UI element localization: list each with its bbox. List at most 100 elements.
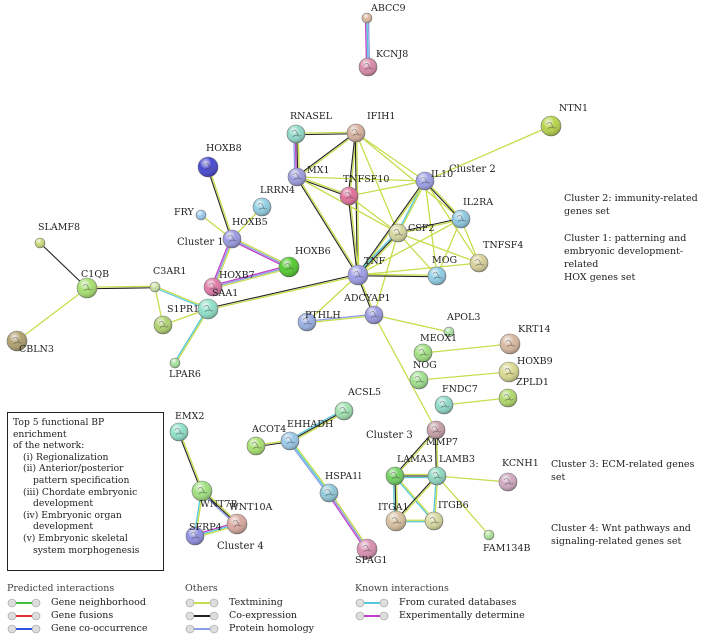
node-label: ACOT4 (251, 424, 286, 435)
node-abcc9[interactable]: ABCC9 (361, 3, 406, 24)
node-ntn1[interactable]: NTN1 (540, 103, 588, 137)
edge-line-textmining (373, 314, 450, 333)
node-c3ar1[interactable]: C3AR1 (149, 266, 186, 293)
edge-line-coexpression (177, 432, 202, 492)
node-zpld1[interactable]: ZPLD1 (498, 377, 549, 408)
node-gloss (196, 210, 206, 220)
node-itga1[interactable]: ITGA1 (378, 502, 409, 532)
node-label: FNDC7 (442, 384, 478, 395)
protein-structure-icon (432, 471, 443, 480)
node-sfrp4[interactable]: SFRP4 (185, 522, 222, 546)
edge-line-textmining (395, 475, 436, 521)
node-label: EHHADH (287, 419, 333, 430)
node-gloss (223, 230, 241, 248)
legend-row-cooccurrence: Gene co-occurrence (7, 622, 147, 635)
node-acot4[interactable]: ACOT4 (246, 424, 286, 456)
node-label: SAA1 (212, 288, 238, 299)
node-adcyap1[interactable]: ADCYAP1 (343, 293, 391, 325)
node-lpar6[interactable]: LPAR6 (169, 357, 201, 380)
node-lrrn4[interactable]: LRRN4 (252, 185, 295, 217)
node-label: IFIH1 (367, 111, 395, 122)
edge-mmp7-lama3 (394, 429, 438, 477)
node-lamb3[interactable]: LAMB3 (427, 454, 475, 486)
edge-line-textmining (355, 132, 426, 182)
node-apol3[interactable]: APOL3 (443, 312, 480, 338)
edge-line-curated (173, 308, 208, 363)
node-kcnh1[interactable]: KCNH1 (498, 458, 539, 492)
node-kcnj8[interactable]: KCNJ8 (358, 49, 408, 77)
node-label: TNF (364, 256, 386, 267)
node-gloss (414, 344, 432, 362)
node-hoxb7[interactable]: HOXB7 (203, 270, 255, 297)
protein-structure-icon (363, 62, 374, 71)
node-s1pr1[interactable]: S1PR1 (153, 304, 199, 335)
edge-line-textmining (422, 343, 511, 354)
cluster1-label: Cluster 1 (177, 237, 224, 248)
node-itgb6[interactable]: ITGB6 (424, 500, 469, 531)
node-cbln3[interactable]: CBLN3 (6, 330, 54, 355)
node-fndc7[interactable]: FNDC7 (434, 384, 478, 415)
cluster2-label: Cluster 2 (449, 164, 496, 175)
node-tnfsf4[interactable]: TNFSF4 (469, 240, 523, 273)
edge-line-textmining (357, 218, 462, 276)
node-meox1[interactable]: MEOX1 (413, 333, 457, 363)
node-fry[interactable]: FRY (174, 207, 207, 221)
node-gloss (365, 306, 383, 324)
node-hspa1l[interactable]: HSPA1l (319, 471, 361, 503)
edge-line-coexpression (394, 429, 436, 476)
node-gloss (247, 437, 265, 455)
node-mog[interactable]: MOG (427, 255, 457, 286)
node-gloss (428, 467, 446, 485)
node-krt14[interactable]: KRT14 (499, 324, 551, 355)
node-wnt7b[interactable]: WNT7B (191, 480, 237, 510)
edge-line-textmining (329, 491, 369, 549)
node-hoxb9[interactable]: HOXB9 (498, 356, 553, 383)
node-hoxb6[interactable]: HOXB6 (278, 246, 331, 278)
node-hoxb8[interactable]: HOXB8 (197, 143, 242, 178)
protein-structure-icon (353, 270, 364, 279)
edge-line-textmining (16, 287, 88, 342)
edge-rnasel-ifih1 (295, 131, 357, 136)
node-gloss (425, 512, 443, 530)
node-slamf8[interactable]: SLAMF8 (34, 222, 80, 249)
node-spag1[interactable]: SPAG1 (355, 538, 388, 566)
node-mmp7[interactable]: MMP7 (426, 420, 458, 448)
node-c1qb[interactable]: C1QB (76, 269, 109, 299)
node-csf2[interactable]: CSF2 (388, 223, 434, 243)
edge-ifih1-csf2 (355, 132, 399, 234)
node-label: C1QB (81, 269, 109, 280)
edge-line-coexpression (347, 196, 358, 276)
cluster2-note-line1: Cluster 2: immunity-related (564, 193, 698, 204)
node-hoxb5[interactable]: HOXB5 (222, 217, 268, 249)
node-rnasel[interactable]: RNASEL (286, 111, 333, 144)
edge-meox1-krt14 (422, 343, 511, 354)
node-pthlh[interactable]: PTHLH (297, 310, 341, 332)
legend-others-title: Others (185, 583, 218, 594)
node-fam134b[interactable]: FAM134B (483, 529, 530, 554)
edge-line-homology (212, 266, 290, 288)
node-il2ra[interactable]: IL2RA (451, 197, 493, 229)
node-il10[interactable]: IL10 (415, 169, 453, 191)
node-ehhadh[interactable]: EHHADH (280, 419, 333, 451)
legend-label-coexpression: Co-expression (229, 610, 298, 621)
node-gloss (335, 402, 353, 420)
legend-label-experimental: Experimentally determine (399, 610, 525, 621)
edge-apol3-adcyap1 (373, 314, 450, 333)
node-lama3[interactable]: LAMA3 (385, 454, 433, 486)
node-tnfsf10[interactable]: TNFSF10 (339, 174, 389, 206)
node-ifih1[interactable]: IFIH1 (346, 111, 395, 143)
edge-line-coexpression (206, 167, 232, 240)
enrichment-box: Top 5 functional BP enrichment of the ne… (7, 412, 164, 571)
node-label: KCNH1 (502, 458, 539, 469)
protein-structure-icon (203, 304, 214, 313)
node-acsl5[interactable]: ACSL5 (334, 387, 381, 421)
node-saa1[interactable]: SAA1 (197, 288, 238, 320)
node-wnt10a[interactable]: WNT10A (226, 502, 273, 535)
node-mx1[interactable]: MX1 (287, 165, 330, 187)
node-emx2[interactable]: EMX2 (169, 411, 204, 442)
node-nog[interactable]: NOG (409, 360, 437, 390)
edge-line-coexpression (354, 133, 358, 276)
node-tnf[interactable]: TNF (347, 256, 386, 286)
node-gloss (192, 481, 212, 501)
edge-line-coexpression (347, 132, 356, 196)
